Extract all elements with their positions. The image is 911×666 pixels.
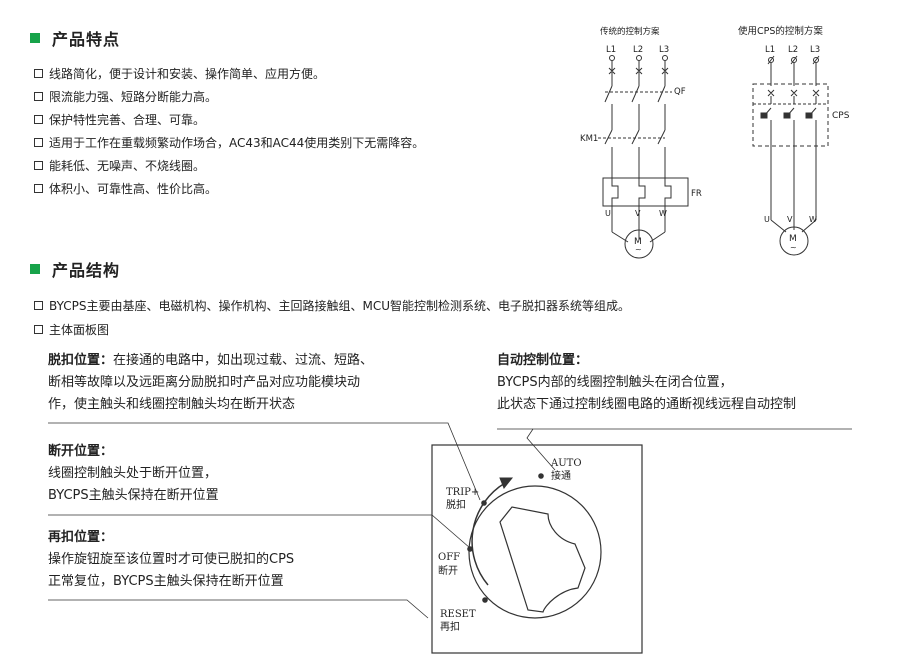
feature-item: 能耗低、无噪声、不烧线圈。 <box>34 154 424 177</box>
panel-frame <box>431 444 643 654</box>
checkbox-icon <box>34 92 43 101</box>
checkbox-icon <box>34 324 43 334</box>
trad-km-label: KM1 <box>580 134 598 144</box>
feature-item: 线路简化，便于设计和安装、操作简单、应用方便。 <box>34 62 424 85</box>
trad-u-label: U <box>605 209 611 218</box>
cps-motor-icon <box>779 226 809 256</box>
trad-fr-label: FR <box>691 189 702 199</box>
structure-heading-text: 产品结构 <box>52 261 121 280</box>
structure-list: BYCPS主要由基座、电磁机构、操作机构、主回路接触组、MCU智能控制检测系统、… <box>34 293 630 341</box>
cps-l1-label: L1 <box>765 45 775 55</box>
wiring-diagrams: 传统的控制方案 L1 L2 L3 QF KM1 FR U V W M ~ 使用C… <box>580 25 850 259</box>
checkbox-icon <box>34 115 43 124</box>
checkbox-icon <box>34 138 43 147</box>
cps-l3-label: L3 <box>810 45 820 55</box>
dial-off-cn: 断开 <box>438 564 458 577</box>
dial-ring <box>468 485 602 619</box>
traditional-title: 传统的控制方案 <box>600 26 660 37</box>
trad-motor-sub: ~ <box>635 245 642 254</box>
off-dot <box>467 546 473 552</box>
leader-lines <box>48 422 852 619</box>
trip-description: 脱扣位置：在接通的电路中，如出现过载、过流、短路、 断相等故障以及远距离分励脱扣… <box>48 353 374 412</box>
reset-description: 再扣位置： 操作旋钮旋至该位置时才可使已脱扣的CPS 正常复位，BYCPS主触头… <box>48 530 295 589</box>
checkbox-icon <box>34 161 43 170</box>
dial-knob <box>499 506 586 613</box>
cps-l2-label: L2 <box>788 45 798 55</box>
trad-l2-label: L2 <box>633 45 643 55</box>
cps-motor-label: M <box>789 234 797 244</box>
cps-title: 使用CPS的控制方案 <box>738 25 823 37</box>
trad-v-label: V <box>635 209 641 218</box>
trad-qf-label: QF <box>674 87 686 97</box>
feature-item: 保护特性完善、合理、可靠。 <box>34 108 424 131</box>
dial-auto-cn: 接通 <box>551 469 571 482</box>
structure-heading: 产品结构 <box>30 257 120 281</box>
cps-u-label: U <box>764 215 770 224</box>
structure-item: 主体面板图 <box>34 317 630 341</box>
checkbox-icon <box>34 69 43 78</box>
feature-item: 限流能力强、短路分断能力高。 <box>34 85 424 108</box>
dial-off-en: OFF <box>438 552 460 563</box>
cps-box-label: CPS <box>832 111 850 121</box>
checkbox-icon <box>34 184 43 193</box>
trad-motor-icon <box>624 229 654 259</box>
cps-motor-sub: ~ <box>790 243 797 252</box>
trad-fr-relay <box>602 177 689 243</box>
feature-item: 适用于工作在重载频繁动作场合，AC43和AC44使用类别下无需降容。 <box>34 131 424 154</box>
heading-square-icon <box>30 264 40 274</box>
trip-dot <box>481 500 487 506</box>
checkbox-icon <box>34 300 43 310</box>
dial-auto-en: AUTO <box>550 458 582 469</box>
auto-description: 自动控制位置： BYCPS内部的线圈控制触头在闭合位置， 此状态下通过控制线圈电… <box>497 353 797 412</box>
feature-item: 体积小、可靠性高、性价比高。 <box>34 177 424 200</box>
trad-motor-label: M <box>634 237 642 247</box>
dial-reset-cn: 再扣 <box>440 620 460 633</box>
trad-l1-label: L1 <box>606 45 616 55</box>
features-heading-text: 产品特点 <box>52 30 121 49</box>
reset-title: 再扣位置： <box>48 530 114 545</box>
cps-inputs <box>767 55 820 86</box>
auto-title: 自动控制位置： <box>497 353 589 368</box>
trad-qf-breaker <box>604 80 672 130</box>
cps-v-label: V <box>787 215 793 224</box>
rotation-arc <box>471 482 506 586</box>
trip-title: 脱扣位置： <box>48 353 114 368</box>
off-title: 断开位置： <box>48 444 114 459</box>
features-heading: 产品特点 <box>30 26 120 50</box>
dial-trip-cn: 脱扣 <box>446 498 466 511</box>
rotation-arrow-icon <box>499 477 514 489</box>
trad-l3-label: L3 <box>659 45 669 55</box>
dial-trip-en: TRIP+ <box>446 487 479 498</box>
trad-fuses <box>608 55 669 80</box>
reset-dot <box>482 597 488 603</box>
structure-item: BYCPS主要由基座、电磁机构、操作机构、主回路接触组、MCU智能控制检测系统、… <box>34 293 630 317</box>
trad-w-label: W <box>659 209 667 218</box>
heading-square-icon <box>30 33 40 43</box>
features-list: 线路简化，便于设计和安装、操作简单、应用方便。 限流能力强、短路分断能力高。 保… <box>34 62 424 200</box>
cps-contacts <box>753 89 828 233</box>
cps-box <box>752 83 829 147</box>
cps-w-label: W <box>809 215 817 224</box>
auto-dot <box>538 473 544 479</box>
dial-reset-en: RESET <box>440 609 476 620</box>
trad-km-contactor <box>598 129 666 178</box>
off-description: 断开位置： 线圈控制触头处于断开位置， BYCPS主触头保持在断开位置 <box>48 444 219 503</box>
